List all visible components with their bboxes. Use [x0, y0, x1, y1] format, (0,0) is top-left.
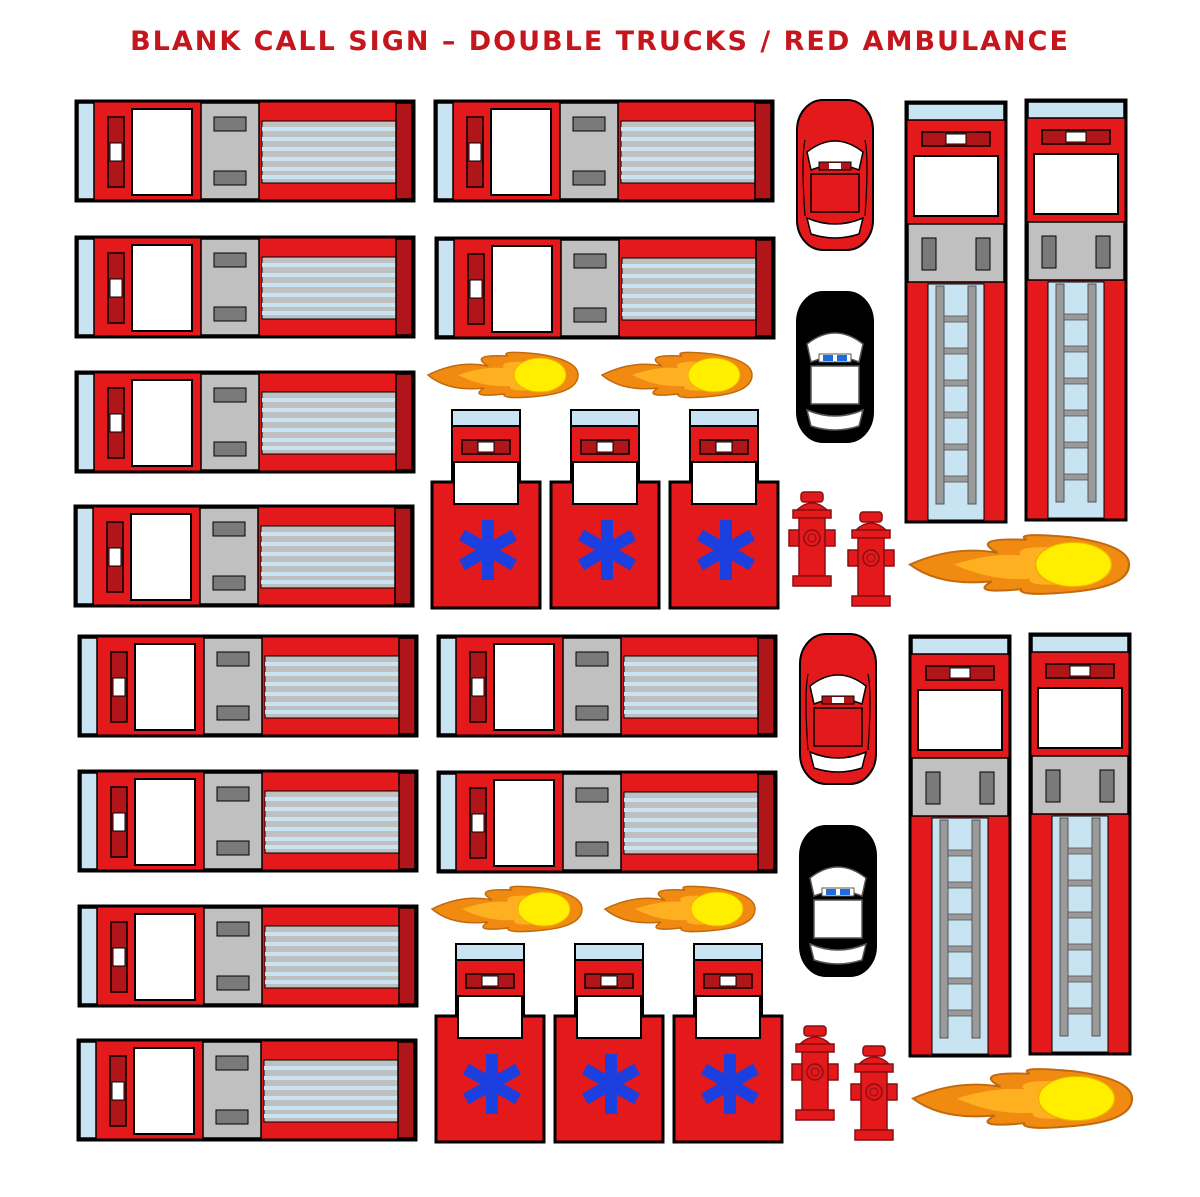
- fire-engine-icon: [433, 99, 775, 203]
- flame-icon: [911, 1068, 1134, 1129]
- ambulance-icon: [549, 408, 661, 610]
- fire-engine-icon: [77, 634, 419, 738]
- fire-engine-icon: [434, 236, 776, 340]
- ladder-truck-icon: [1024, 98, 1128, 522]
- fire-engine-icon: [77, 904, 419, 1008]
- fire-engine-icon: [77, 769, 419, 873]
- fire-engine-icon: [73, 504, 415, 608]
- fire-engine-icon: [74, 370, 416, 474]
- chief-car-icon: [796, 99, 874, 251]
- fire-engine-icon: [76, 1038, 418, 1142]
- fire-engine-icon: [74, 235, 416, 339]
- page-title: BLANK CALL SIGN – DOUBLE TRUCKS / RED AM…: [130, 26, 1070, 57]
- police-car-icon: [796, 291, 874, 443]
- police-car-icon: [799, 825, 877, 977]
- fire-engine-icon: [436, 634, 778, 738]
- fire-engine-icon: [436, 770, 778, 874]
- ambulance-icon: [553, 942, 665, 1144]
- ladder-truck-icon: [908, 634, 1012, 1058]
- fire-engine-icon: [74, 99, 416, 203]
- flame-icon: [908, 534, 1131, 595]
- ladder-truck-icon: [1028, 632, 1132, 1056]
- ambulance-icon: [672, 942, 784, 1144]
- fire-hydrant-icon: [791, 1025, 839, 1121]
- ladder-truck-icon: [904, 100, 1008, 524]
- flame-icon: [427, 351, 579, 399]
- flame-icon: [431, 885, 583, 933]
- fire-hydrant-icon: [847, 511, 895, 607]
- chief-car-icon: [799, 633, 877, 785]
- ambulance-icon: [668, 408, 780, 610]
- flame-icon: [604, 885, 756, 933]
- fire-hydrant-icon: [850, 1045, 898, 1141]
- fire-hydrant-icon: [788, 491, 836, 587]
- ambulance-icon: [434, 942, 546, 1144]
- ambulance-icon: [430, 408, 542, 610]
- flame-icon: [601, 351, 753, 399]
